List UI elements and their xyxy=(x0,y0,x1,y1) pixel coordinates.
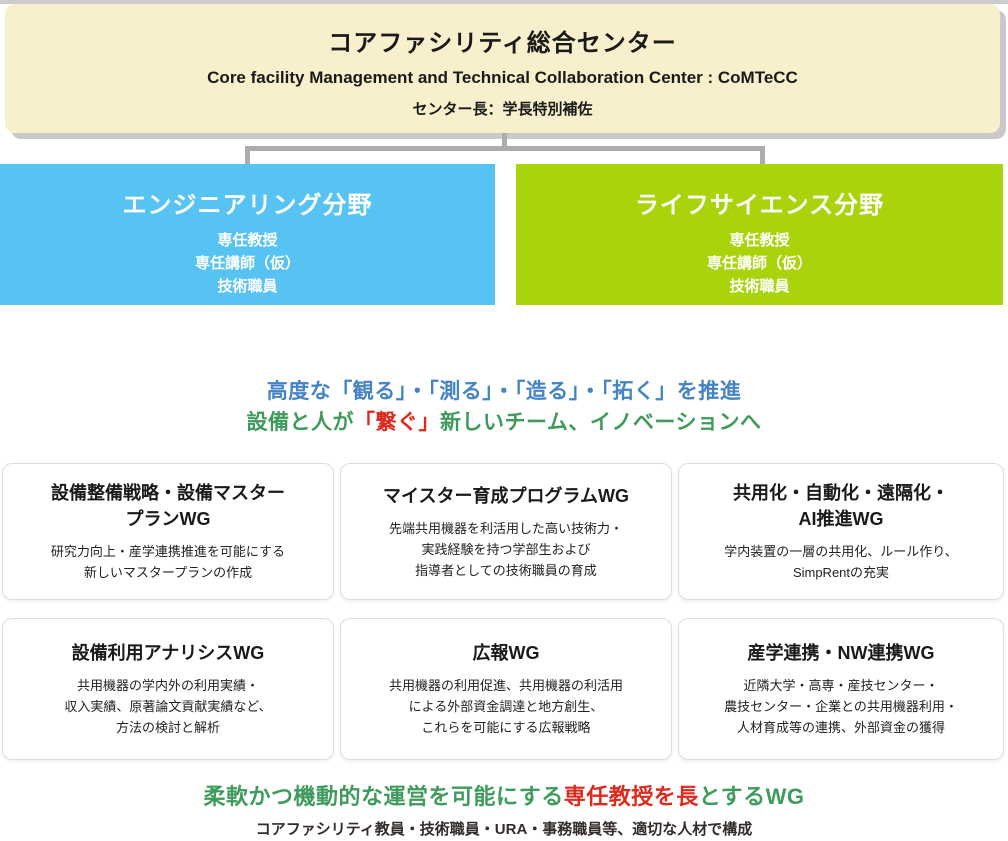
wg-title-line: AI推進WG xyxy=(798,509,884,529)
footer-wg-statement: 柔軟かつ機動的な運営を可能にする専任教授を長とするWG xyxy=(0,783,1008,811)
connector-horizontal-bar xyxy=(245,146,765,151)
wg-title-line: 設備利用アナリシスWG xyxy=(71,643,265,663)
wg-desc-line: 研究力向上・産学連携推進を可能にする xyxy=(50,544,286,559)
footer-composition-note: コアファシリティ教員・技術職員・URA・事務職員等、適切な人材で構成 xyxy=(255,821,753,838)
slogan-line-1-text: 高度な「観る」・「測る」・「造る」・「拓く」を推進 xyxy=(266,380,742,403)
wg-title: 共用化・自動化・遠隔化・ AI推進WG xyxy=(733,480,949,532)
slogan-line-2-part: 新しいチーム、イノベーションへ xyxy=(440,411,762,434)
wg-desc-line: 学内装置の一層の共用化、ルール作り、 xyxy=(724,544,958,559)
wg-title-line: 設備整備戦略・設備マスター xyxy=(51,483,285,503)
division-member: 専任教授 xyxy=(217,232,278,249)
wg-desc-line: これらを可能にする広報戦略 xyxy=(421,720,591,735)
wg-title-line: マイスター育成プログラムWG xyxy=(383,485,629,506)
wg-card-public-relations: 広報WG 共用機器の利用促進、共用機器の利活用 による外部資金調達と地方創生、 … xyxy=(340,618,672,760)
wg-card-master-plan: 設備整備戦略・設備マスター プランWG 研究力向上・産学連携推進を可能にする 新… xyxy=(2,463,334,600)
wg-desc-line: 収入実績、原著論文貢献実績など、 xyxy=(64,699,272,714)
wg-card-meister-program: マイスター育成プログラムWG 先端共用機器を利活用した高い技術力・ 実践経験を持… xyxy=(340,463,672,600)
top-border-rule xyxy=(0,0,1008,4)
wg-desc-line: 実践経験を持つ学部生および xyxy=(421,541,591,557)
wg-description: 研究力向上・産学連携推進を可能にする 新しいマスタープランの作成 xyxy=(51,541,285,583)
center-director-label: センター長：学長特別補佐 xyxy=(412,101,593,118)
division-member-list: 専任教授 専任講師（仮） 技術職員 xyxy=(0,229,495,298)
wg-title: 広報WG xyxy=(473,640,540,666)
wg-title: マイスター育成プログラムWG xyxy=(383,483,629,509)
wg-description: 先端共用機器を利活用した高い技術力・ 実践経験を持つ学部生および 指導者としての… xyxy=(389,518,623,581)
wg-desc-line: 共用機器の学内外の利用実績・ xyxy=(76,678,259,693)
connector-stub xyxy=(502,133,507,148)
slogan-block: 高度な「観る」・「測る」・「造る」・「拓く」を推進 設備と人が「繋ぐ」新しいチー… xyxy=(0,376,1008,438)
wg-desc-line: 人材育成等の連携、外部資金の獲得 xyxy=(736,720,945,735)
wg-desc-line: 方法の検討と解析 xyxy=(115,720,220,735)
slogan-line-2-part-highlight: 「繋ぐ」 xyxy=(354,411,441,434)
division-box-engineering: エンジニアリング分野 専任教授 専任講師（仮） 技術職員 xyxy=(0,164,495,305)
division-member: 専任教授 xyxy=(729,232,790,249)
footer-block: 柔軟かつ機動的な運営を可能にする専任教授を長とするWG コアファシリティ教員・技… xyxy=(0,783,1008,841)
wg-title: 設備利用アナリシスWG xyxy=(72,640,265,666)
slogan-line-2-part: 設備と人が xyxy=(246,411,355,434)
wg-description: 近隣大学・高専・産技センター・ 農技センター・企業との共用機器利用・ 人材育成等… xyxy=(724,675,958,738)
center-header-box: コアファシリティ総合センター Core facility Management … xyxy=(5,4,1000,133)
wg-description: 学内装置の一層の共用化、ルール作り、 SimpRentの充実 xyxy=(724,541,957,583)
wg-title-line: プランWG xyxy=(125,509,211,529)
wg-desc-line: 近隣大学・高専・産技センター・ xyxy=(743,678,939,693)
division-member: 専任講師（仮） xyxy=(706,255,812,272)
connector-drop-left xyxy=(245,146,250,164)
wg-title: 産学連携・NW連携WG xyxy=(748,640,935,666)
wg-desc-line: 農技センター・企業との共用機器利用・ xyxy=(724,699,958,714)
division-title: ライフサイエンス分野 xyxy=(634,192,885,219)
wg-desc-line: 指導者としての技術職員の育成 xyxy=(415,562,597,578)
division-box-lifescience: ライフサイエンス分野 専任教授 専任講師（仮） 技術職員 xyxy=(516,164,1003,305)
slogan-line-2: 設備と人が「繋ぐ」新しいチーム、イノベーションへ xyxy=(0,407,1008,438)
division-title: エンジニアリング分野 xyxy=(122,192,373,219)
wg-card-usage-analysis: 設備利用アナリシスWG 共用機器の学内外の利用実績・ 収入実績、原著論文貢献実績… xyxy=(2,618,334,760)
wg-description: 共用機器の学内外の利用実績・ 収入実績、原著論文貢献実績など、 方法の検討と解析 xyxy=(64,675,271,738)
wg-description: 共用機器の利用促進、共用機器の利活用 による外部資金調達と地方創生、 これらを可… xyxy=(389,675,623,738)
wg-desc-line: 新しいマスタープランの作成 xyxy=(83,565,253,580)
wg-desc-line: SimpRentの充実 xyxy=(792,565,890,580)
wg-title: 設備整備戦略・設備マスター プランWG xyxy=(51,480,285,532)
wg-title-line: 産学連携・NW連携WG xyxy=(747,643,935,663)
center-subtitle-english: Core facility Management and Technical C… xyxy=(207,68,798,87)
footer-statement-part-highlight: 専任教授を長 xyxy=(563,784,699,809)
division-member-list: 専任教授 専任講師（仮） 技術職員 xyxy=(516,229,1003,298)
wg-card-ai-promotion: 共用化・自動化・遠隔化・ AI推進WG 学内装置の一層の共用化、ルール作り、 S… xyxy=(678,463,1004,600)
division-member: 技術職員 xyxy=(217,278,278,295)
division-member: 技術職員 xyxy=(729,278,790,295)
connector-drop-right xyxy=(760,146,765,164)
division-member: 専任講師（仮） xyxy=(194,255,300,272)
center-title: コアファシリティ総合センター xyxy=(328,30,677,57)
wg-card-industry-network: 産学連携・NW連携WG 近隣大学・高専・産技センター・ 農技センター・企業との共… xyxy=(678,618,1004,760)
footer-statement-part: 柔軟かつ機動的な運営を可能にする xyxy=(203,784,564,809)
wg-desc-line: による外部資金調達と地方創生、 xyxy=(408,699,604,714)
slogan-line-1: 高度な「観る」・「測る」・「造る」・「拓く」を推進 xyxy=(0,376,1008,407)
wg-desc-line: 先端共用機器を利活用した高い技術力・ xyxy=(388,520,623,536)
wg-desc-line: 共用機器の利用促進、共用機器の利活用 xyxy=(388,678,623,693)
wg-title-line: 共用化・自動化・遠隔化・ xyxy=(733,483,949,503)
wg-title-line: 広報WG xyxy=(472,643,540,663)
footer-statement-part: とするWG xyxy=(698,784,805,809)
